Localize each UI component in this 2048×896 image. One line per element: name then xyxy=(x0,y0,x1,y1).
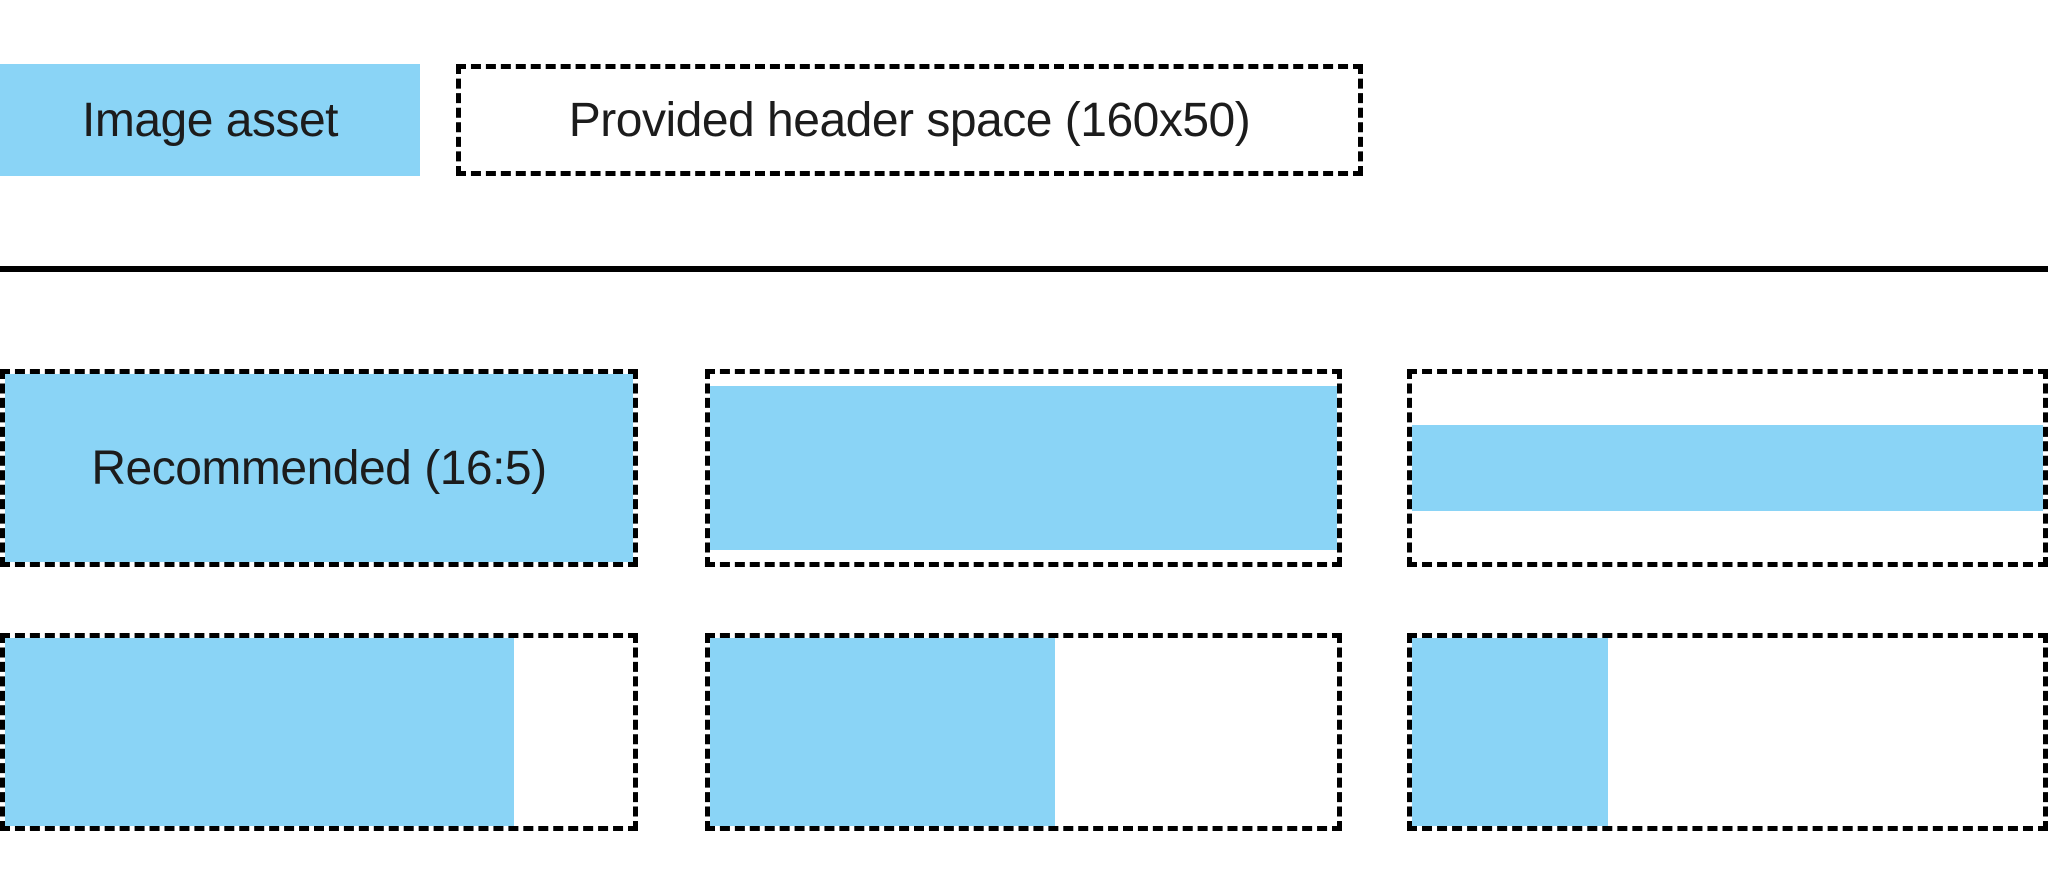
demo-box-recommended: Recommended (16:5) xyxy=(0,369,638,567)
recommended-label: Recommended (16:5) xyxy=(91,441,547,495)
demo-box-full-width-thin-band xyxy=(1407,369,2048,567)
image-asset-legend-swatch: Image asset xyxy=(0,64,420,176)
image-asset-legend-label: Image asset xyxy=(82,93,338,147)
provided-header-space-legend-label: Provided header space (160x50) xyxy=(568,93,1251,147)
demo-box-full-width-tall-band xyxy=(705,369,1342,567)
image-asset-fill xyxy=(710,386,1337,550)
image-asset-fill: Recommended (16:5) xyxy=(5,374,633,562)
demo-box-partial-width-55 xyxy=(705,633,1342,831)
image-asset-fill xyxy=(710,638,1055,826)
provided-header-space-legend-box: Provided header space (160x50) xyxy=(456,64,1363,176)
demo-box-partial-width-31 xyxy=(1407,633,2048,831)
image-asset-fill xyxy=(1412,638,1608,826)
divider-line xyxy=(0,266,2048,272)
image-asset-fill xyxy=(1412,424,2043,512)
demo-box-partial-width-81 xyxy=(0,633,638,831)
image-asset-fill xyxy=(5,638,514,826)
